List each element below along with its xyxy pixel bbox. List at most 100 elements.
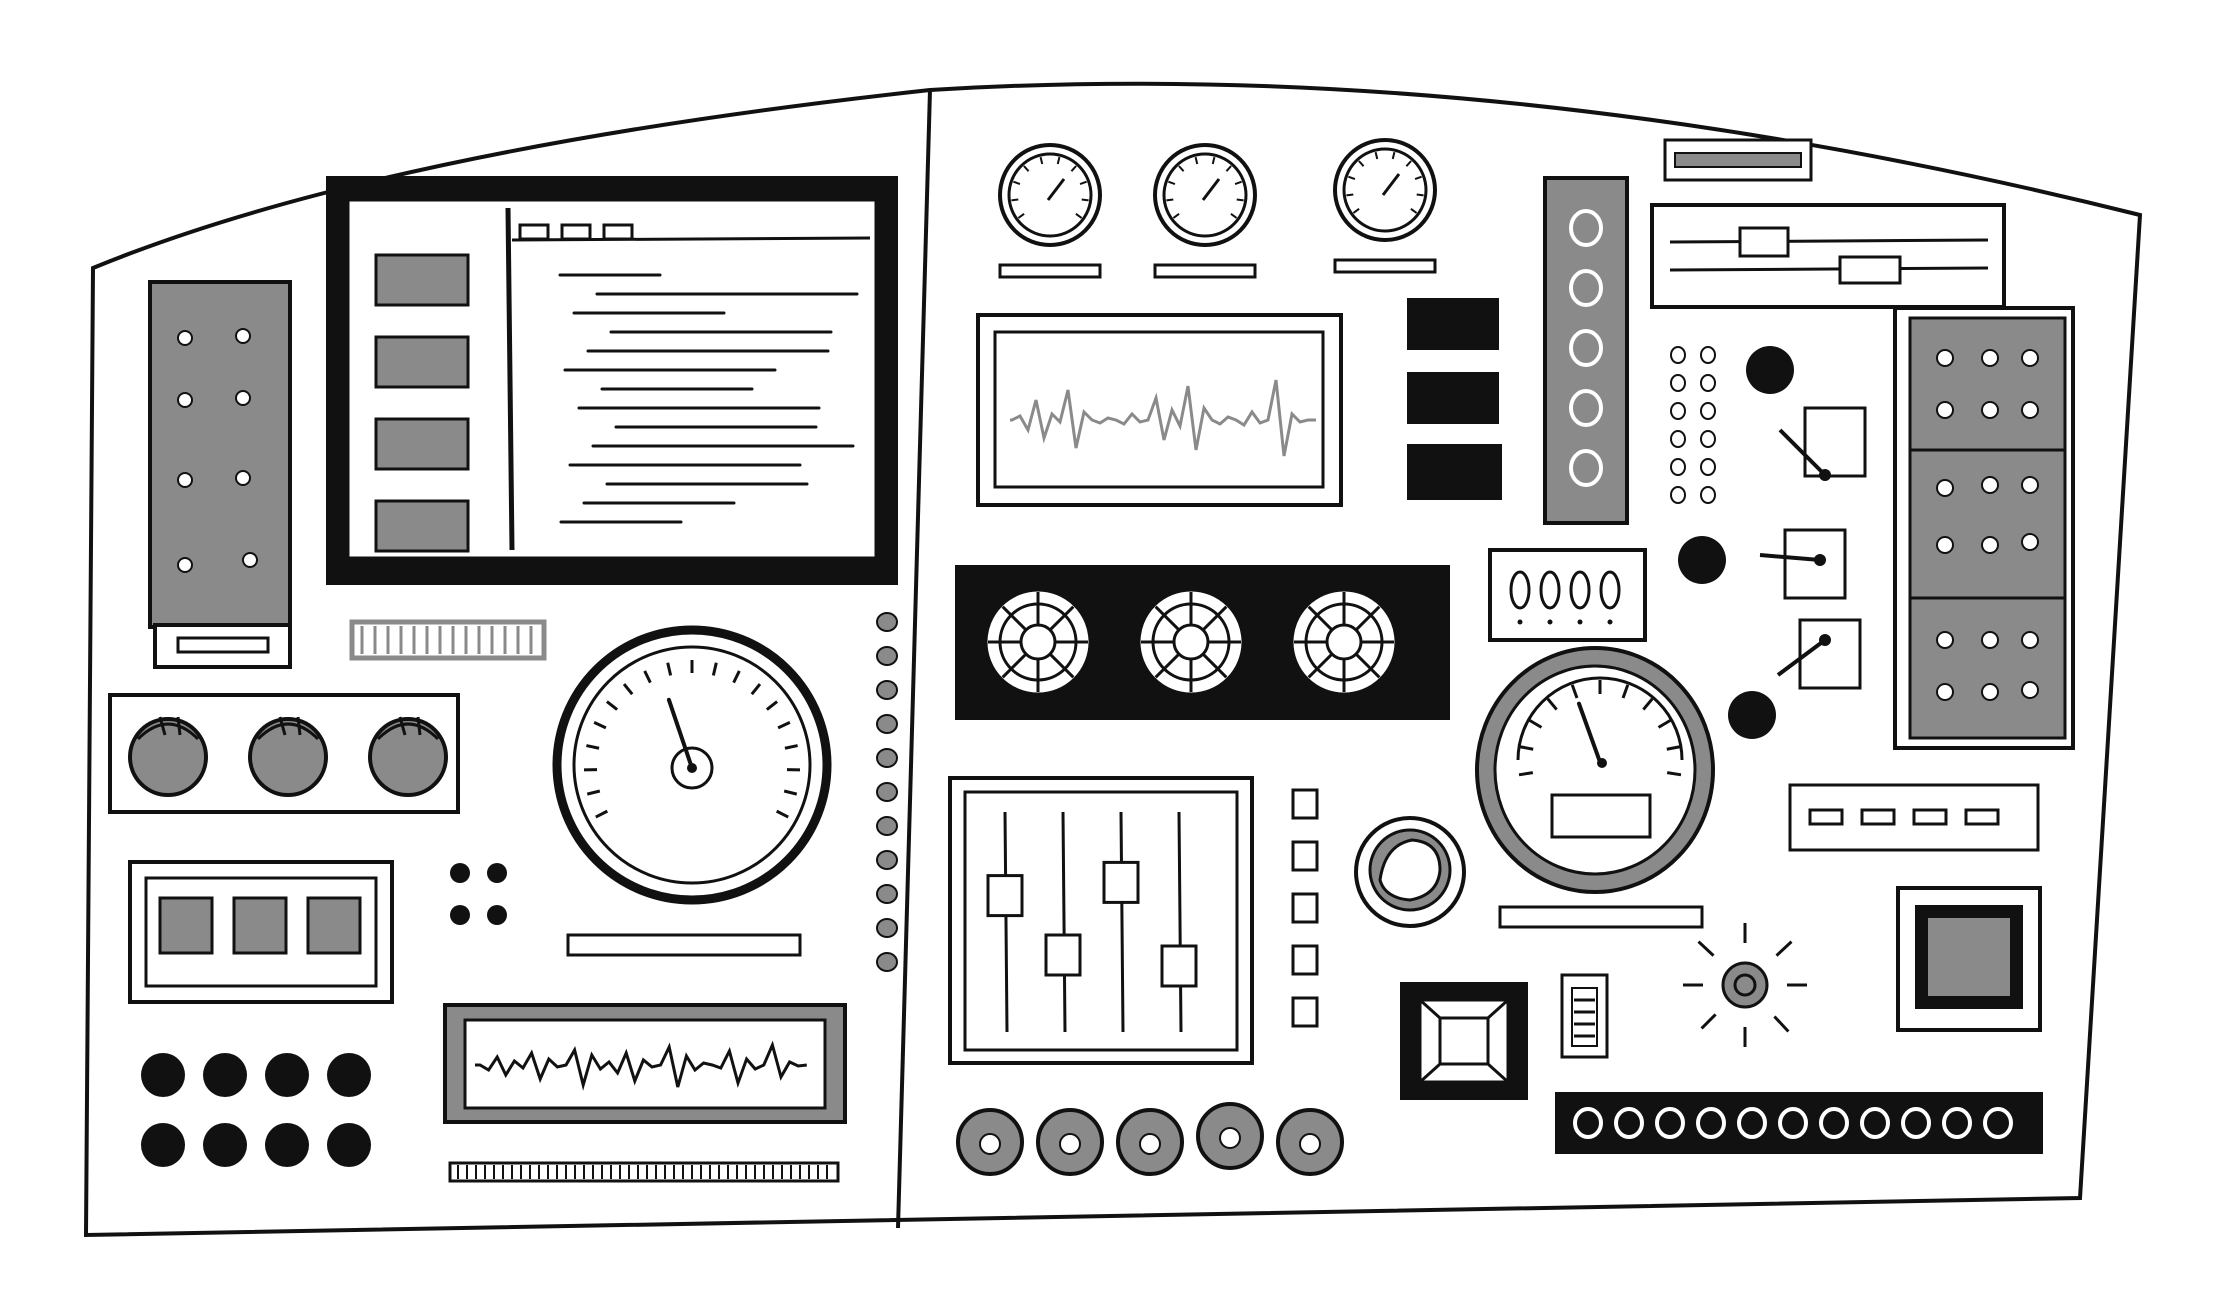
rivet-hole <box>1981 349 1999 367</box>
ring-light-small <box>1670 402 1686 420</box>
round-gauge-tick <box>1011 198 1019 202</box>
ring-light <box>1569 389 1603 427</box>
gauge-tick <box>593 720 607 730</box>
monitor-text-lines <box>558 273 859 524</box>
fan-blade <box>1201 605 1228 632</box>
monitor-sidebar-block[interactable] <box>374 335 470 389</box>
rivet-hole <box>1981 401 1999 419</box>
round-gauge-tick <box>1075 213 1083 219</box>
gauge-tick <box>605 700 619 711</box>
round-gauge-tick <box>1391 151 1396 160</box>
toggle-switch[interactable] <box>1291 788 1319 820</box>
slider-handle[interactable] <box>986 874 1024 918</box>
led-light <box>1655 1107 1685 1139</box>
square-light <box>232 896 288 955</box>
readout-digit <box>1599 570 1621 610</box>
fan-hub <box>1325 623 1363 661</box>
round-gauge-tick <box>1056 156 1061 165</box>
knob-grip <box>136 722 200 741</box>
monitor-tab-button[interactable] <box>518 223 550 241</box>
ring-light-grid <box>1670 346 1716 504</box>
monitor-sidebar-block[interactable] <box>374 253 470 307</box>
fan-blade <box>1154 605 1181 632</box>
push-button[interactable] <box>265 1053 309 1097</box>
knob-grip <box>256 722 320 741</box>
speedometer-tick <box>1518 771 1534 777</box>
toggle-switch[interactable] <box>1291 996 1319 1028</box>
led-light <box>1573 1107 1603 1139</box>
lever-handle[interactable] <box>1728 691 1776 739</box>
gauge-needle <box>666 697 694 770</box>
round-gauge-label-plate <box>1153 263 1257 279</box>
round-gauge-tick <box>1017 213 1025 219</box>
lever-pivot <box>1819 469 1831 481</box>
light-ray <box>1697 940 1715 957</box>
push-button[interactable] <box>203 1053 247 1097</box>
slider-console <box>948 776 1254 1065</box>
lever-handle[interactable] <box>1678 536 1726 584</box>
top-mini-strip <box>1663 138 1813 182</box>
vertical-ring-strip <box>1543 176 1629 525</box>
gauge-tick <box>783 789 798 796</box>
main-gauge <box>552 625 832 957</box>
fan-blade <box>1307 605 1334 632</box>
readout-dot <box>1577 619 1583 625</box>
status-dots <box>450 863 507 925</box>
led-light <box>1901 1107 1931 1139</box>
slider-handle[interactable] <box>1044 933 1082 977</box>
ruler-strip <box>349 619 547 661</box>
light-ray <box>1775 940 1793 957</box>
push-button[interactable] <box>265 1123 309 1167</box>
toggle-switch[interactable] <box>1291 892 1319 924</box>
rivet-panel <box>148 280 292 669</box>
speedometer-arc <box>1516 676 1684 761</box>
slider-handle[interactable] <box>1160 944 1198 988</box>
ring-light-small <box>1670 458 1686 476</box>
button-center <box>1059 1133 1081 1155</box>
rivet-hole <box>177 472 193 488</box>
push-button[interactable] <box>203 1123 247 1167</box>
rotary-knob[interactable] <box>368 717 448 797</box>
speedometer-tick <box>1546 697 1558 711</box>
speedometer-tick <box>1621 684 1630 699</box>
indicator-light <box>876 850 898 870</box>
ring-light-small <box>1670 346 1686 364</box>
push-button[interactable] <box>141 1123 185 1167</box>
led-light <box>1942 1107 1972 1139</box>
indicator-light <box>876 646 898 666</box>
indicator-light <box>876 612 898 632</box>
monitor-sidebar-block[interactable] <box>374 499 470 553</box>
round-gauge-tick <box>1166 198 1174 202</box>
monitor-sidebar-block[interactable] <box>374 417 470 471</box>
toggle-switch[interactable] <box>1291 944 1319 976</box>
readout-dot <box>1607 619 1613 625</box>
toggle-switch[interactable] <box>1291 840 1319 872</box>
led-slot <box>1860 808 1896 826</box>
rotary-knob[interactable] <box>248 717 328 797</box>
lever-pivot <box>1819 634 1831 646</box>
monitor-tab-button[interactable] <box>602 223 634 241</box>
round-gauge-tick <box>1410 208 1418 214</box>
lever-handle[interactable] <box>1746 346 1794 394</box>
fan-blade <box>1048 605 1075 632</box>
gauge-tick <box>643 670 652 684</box>
rivet-hole <box>1981 631 1999 649</box>
indicator-light <box>876 680 898 700</box>
monitor-tab-button[interactable] <box>560 223 592 241</box>
push-button[interactable] <box>141 1053 185 1097</box>
rivet-hole <box>2021 401 2039 419</box>
knob-grip <box>398 716 407 736</box>
led-light <box>1819 1107 1849 1139</box>
knob-grip <box>416 716 422 736</box>
ring-light <box>1569 209 1603 247</box>
push-button[interactable] <box>327 1053 371 1097</box>
indicator-light <box>876 918 898 938</box>
knob-grip <box>176 716 182 736</box>
indicator-column <box>876 612 898 972</box>
indicator-light <box>876 748 898 768</box>
push-button[interactable] <box>327 1123 371 1167</box>
rotary-knob[interactable] <box>128 717 208 797</box>
slider-handle[interactable] <box>1102 860 1140 904</box>
led-light-strip <box>1555 1092 2043 1154</box>
